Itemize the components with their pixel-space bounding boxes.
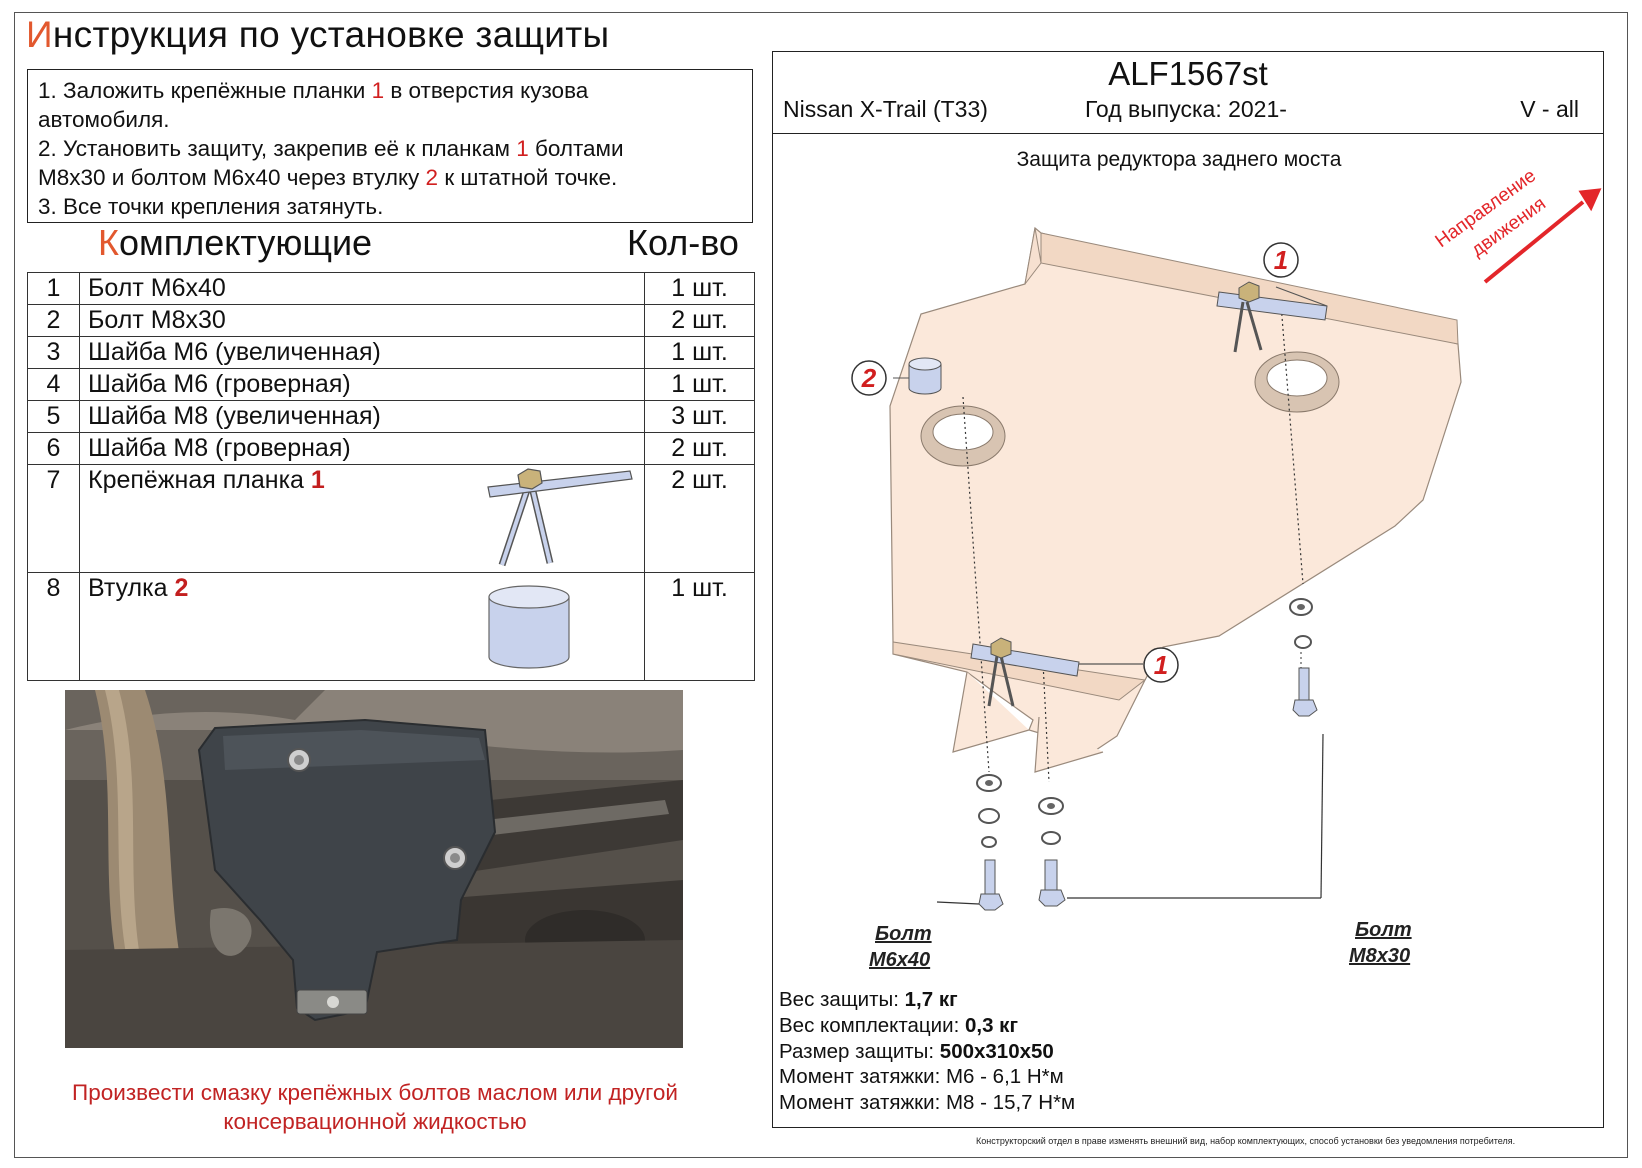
bracket-bottom-icon — [970, 637, 1143, 707]
header-row: ALF1567st Nissan X-Trail (T33) Год выпус… — [773, 52, 1603, 134]
bushing-icon — [488, 585, 570, 669]
spec-weight: Вес защиты: 1,7 кг — [779, 988, 958, 1011]
instructions-box: 1. Заложить крепёжные планки 1 в отверст… — [27, 69, 753, 223]
bolt-m6-label-2: М6х40 — [869, 949, 930, 971]
model-year: Год выпуска: 2021- — [1085, 96, 1287, 122]
mounting-bracket-icon — [487, 468, 633, 567]
qty-heading: Кол-во — [627, 222, 739, 263]
bolt-m8-label-2: М8х30 — [1349, 945, 1410, 967]
bolt-m6-label-1: Болт — [875, 923, 932, 945]
specs: Вес защиты: 1,7 кг Вес комплектации: 0,3… — [779, 987, 1075, 1116]
bracket-top-icon — [1216, 281, 1328, 353]
step-1: 1. Заложить крепёжные планки 1 в отверст… — [38, 78, 589, 103]
spec-size: Размер защиты: 500х310х50 — [779, 1039, 1054, 1063]
step-3: 3. Все точки крепления затянуть. — [38, 194, 384, 219]
bolt-stack-middle-icon — [1038, 797, 1066, 907]
skid-plate — [889, 226, 1462, 773]
table-row: 7 Крепёжная планка 1 2 шт. — [27, 464, 755, 573]
svg-text:1: 1 — [1274, 245, 1288, 275]
svg-text:2: 2 — [861, 363, 877, 393]
callout-2: 2 — [851, 360, 887, 396]
disclaimer: Конструкторский отдел в праве изменять в… — [976, 1136, 1516, 1146]
table-row: 8 Втулка 2 1 шт. — [27, 572, 755, 681]
page-frame — [14, 12, 1628, 1158]
bolt-stack-right-icon — [1289, 598, 1318, 717]
step-2: 2. Установить защиту, закрепив её к план… — [38, 136, 624, 161]
kit-heading: Комплектующие — [98, 222, 373, 263]
bushing-drawing-icon — [893, 357, 942, 395]
product-code: ALF1567st — [1108, 55, 1268, 92]
callout-1-top: 1 — [1263, 242, 1299, 278]
svg-text:1: 1 — [1154, 650, 1168, 680]
lubrication-note: Произвести смазку крепёжных болтов масло… — [72, 1080, 678, 1134]
drawing-panel: ALF1567st Nissan X-Trail (T33) Год выпус… — [772, 51, 1604, 1128]
part-title: Защита редуктора заднего моста — [1016, 148, 1342, 171]
engine-volume: V - all — [1520, 96, 1579, 122]
bolt-m8-label-1: Болт — [1355, 919, 1412, 941]
callout-1-bottom: 1 — [1143, 647, 1179, 683]
spec-kit-weight: Вес комплектации: 0,3 кг — [779, 1013, 1018, 1037]
installation-photo — [65, 690, 683, 1048]
spec-torque-m6: Момент затяжки: М6 - 6,1 Н*м — [779, 1065, 1064, 1089]
bolt-stack-left-icon — [976, 774, 1004, 911]
direction-arrow-icon — [1483, 188, 1602, 284]
vehicle-model: Nissan X-Trail (T33) — [783, 96, 988, 122]
page-title: Инструкция по установке защиты — [26, 14, 610, 55]
spec-torque-m8: Момент затяжки: М8 - 15,7 Н*м — [779, 1091, 1076, 1115]
assembly-drawing: Направление движения — [851, 165, 1602, 971]
